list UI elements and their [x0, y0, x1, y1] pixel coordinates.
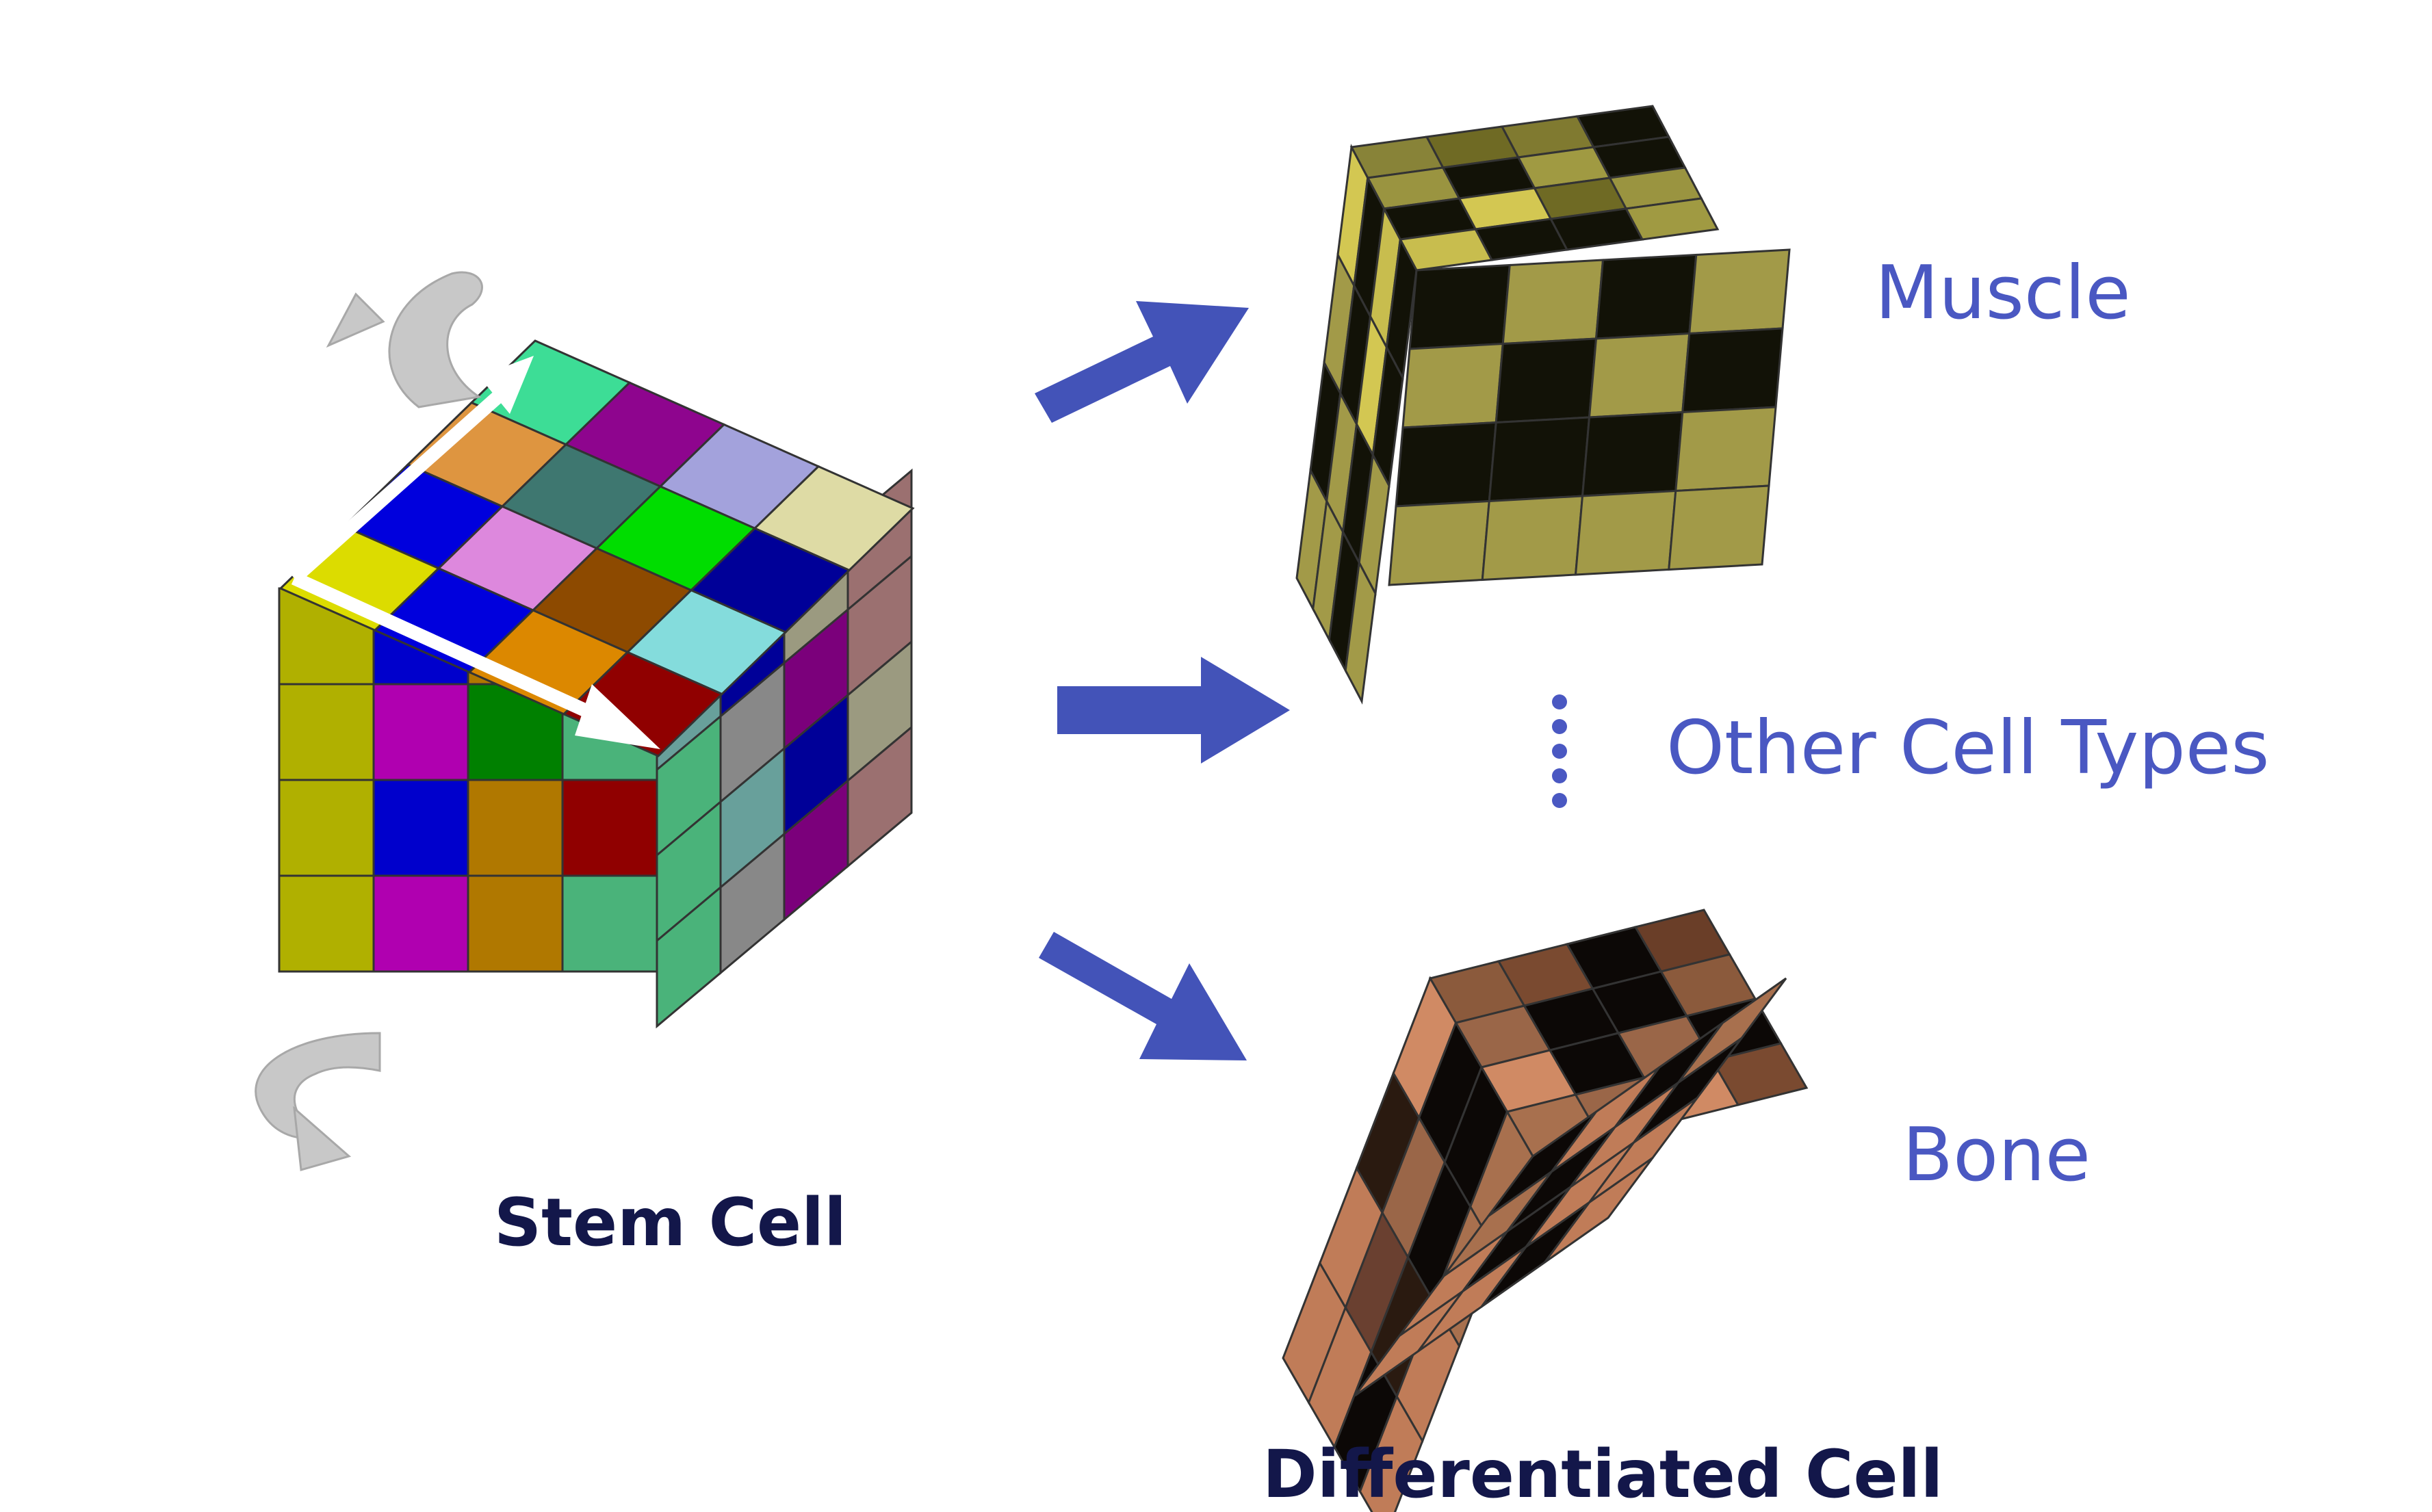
muscle-right-tile: [1481, 495, 1584, 582]
stem-front-tile: [561, 874, 658, 973]
muscle-label: Muscle: [1875, 250, 2131, 336]
muscle-right-tile: [1594, 253, 1698, 340]
bone-label: Bone: [1902, 1112, 2091, 1198]
stem-cell-caption: Stem Cell: [494, 1184, 846, 1261]
stem-front-tile: [467, 779, 564, 877]
stem-front-tile: [467, 874, 564, 973]
rotation-arrow-icon-bottom: [255, 1032, 381, 1171]
arrow-to-muscle-icon: [1035, 301, 1249, 423]
muscle-right-tile: [1488, 416, 1591, 503]
muscle-right-tile: [1388, 499, 1490, 586]
stem-front-tile: [372, 683, 469, 781]
muscle-right-tile: [1408, 263, 1511, 350]
muscle-right-tile: [1395, 421, 1497, 508]
rotation-arrow-icon-top: [326, 271, 483, 408]
other-cell-types-label: Other Cell Types: [1666, 705, 2270, 791]
stem-cell-cube: [278, 339, 915, 1029]
rotation-direction-arrow-icon-diagonal: [289, 356, 660, 749]
muscle-right-tile: [1574, 489, 1677, 576]
stem-front-tile: [278, 683, 375, 781]
muscle-right-tile: [1588, 332, 1691, 419]
muscle-right-tile: [1495, 337, 1598, 424]
muscle-right-tile: [1668, 484, 1770, 571]
stem-front-tile: [561, 779, 658, 877]
muscle-right-tile: [1501, 259, 1605, 346]
differentiated-cell-caption: Differentiated Cell: [1263, 1436, 1943, 1512]
vertical-ellipsis-icon: [1552, 694, 1567, 808]
muscle-right-tile: [1681, 327, 1784, 414]
stem-right-tile: [846, 725, 913, 869]
stem-front-tile: [278, 874, 375, 973]
bone-left-tile: [1358, 1394, 1424, 1512]
muscle-right-tile: [1688, 248, 1791, 335]
stem-front-tile: [372, 874, 469, 973]
stem-front-tile: [372, 779, 469, 877]
muscle-cell-cube: [1295, 105, 1791, 705]
bone-right-tile: [1544, 1157, 1654, 1264]
bone-cell-cube: [1282, 909, 1809, 1512]
arrow-to-bone-icon: [1039, 932, 1247, 1060]
muscle-top-tile: [1624, 197, 1720, 241]
bone-top-tile: [1711, 1042, 1809, 1106]
muscle-right-tile: [1581, 410, 1684, 497]
muscle-right-tile: [1401, 342, 1504, 429]
muscle-left-tile: [1344, 559, 1377, 705]
stem-front-tile: [278, 779, 375, 877]
arrow-to-other-icon: [1057, 657, 1290, 764]
muscle-right-tile: [1674, 406, 1777, 493]
